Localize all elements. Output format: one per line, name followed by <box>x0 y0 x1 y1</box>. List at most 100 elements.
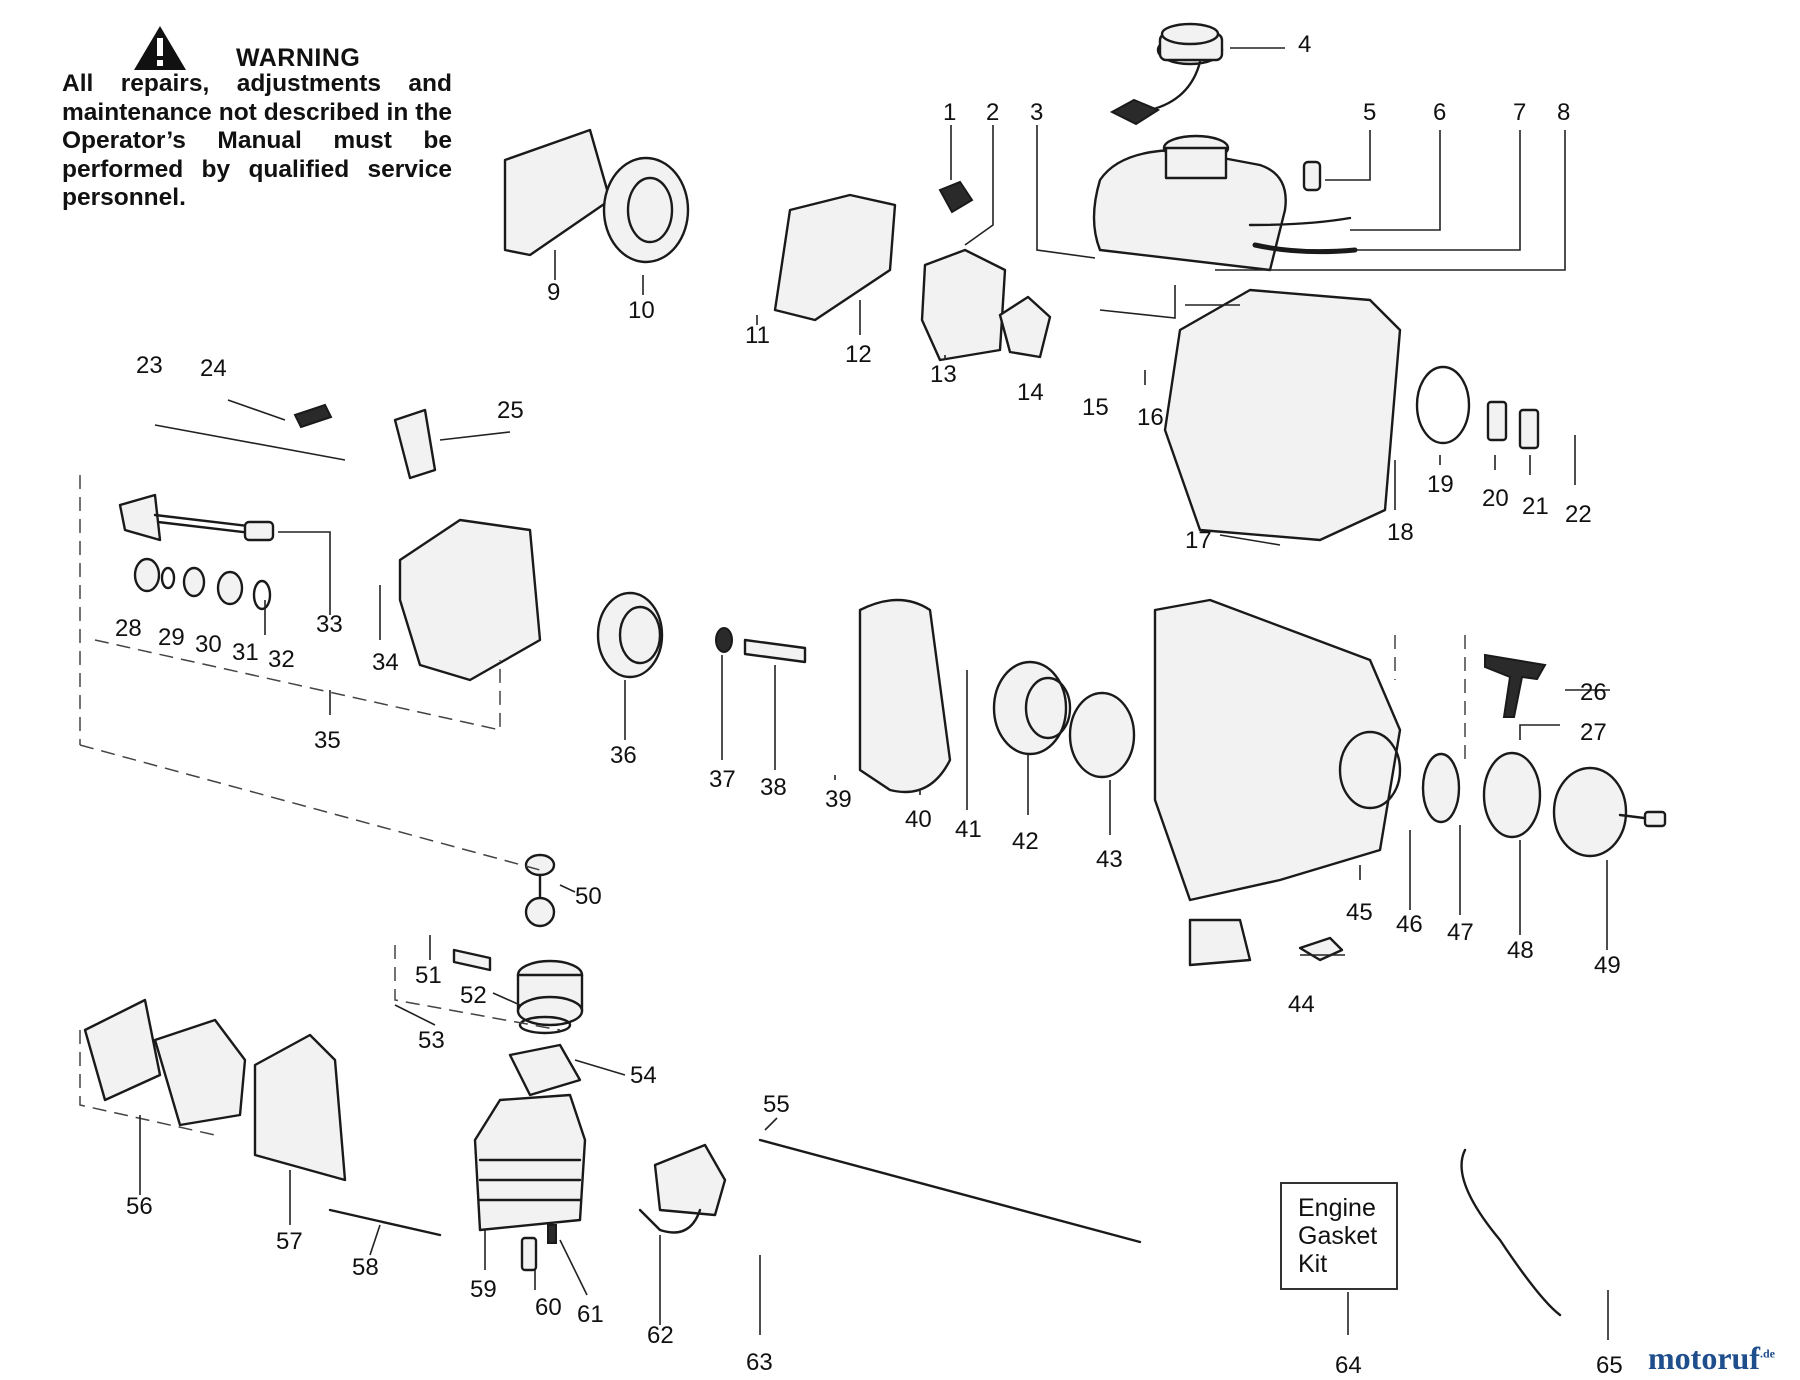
part-label-55: 55 <box>763 1091 790 1118</box>
part-label-16: 16 <box>1137 404 1164 431</box>
starter-handle-drawing <box>1484 653 1547 718</box>
part-label-36: 36 <box>610 742 637 769</box>
starter-pulley-drawing <box>992 660 1072 756</box>
fuel-cap-drawing <box>1109 22 1224 126</box>
part-label-24: 24 <box>200 355 227 382</box>
carburetor-gasket-drawing <box>998 295 1052 359</box>
piston-drawing <box>452 948 584 1035</box>
part-label-1: 1 <box>943 99 956 126</box>
part-label-4: 4 <box>1298 31 1311 58</box>
sleeve-drawing <box>743 638 807 664</box>
part-label-44: 44 <box>1288 991 1315 1018</box>
part-label-18: 18 <box>1387 519 1414 546</box>
part-label-61: 61 <box>577 1301 604 1328</box>
part-label-23: 23 <box>136 352 163 379</box>
connecting-rod-drawing <box>524 853 556 928</box>
crankshaft-drawing <box>118 493 275 542</box>
ignition-wire-drawing <box>758 1138 1142 1244</box>
spark-plug-drawing <box>520 1236 538 1272</box>
warning-title: WARNING <box>236 44 361 72</box>
part-label-35: 35 <box>314 727 341 754</box>
part-label-10: 10 <box>628 297 655 324</box>
part-label-28: 28 <box>115 615 142 642</box>
engine-gasket-kit-box: Engine Gasket Kit <box>1280 1182 1398 1290</box>
part-label-63: 63 <box>746 1349 773 1376</box>
part-label-64: 64 <box>1335 1352 1362 1379</box>
part-label-56: 56 <box>126 1193 153 1220</box>
part-label-27: 27 <box>1580 719 1607 746</box>
part-label-33: 33 <box>316 611 343 638</box>
part-label-50: 50 <box>575 883 602 910</box>
part-label-49: 49 <box>1594 952 1621 979</box>
watermark-logo: motoruf.de <box>1648 1340 1775 1377</box>
part-label-62: 62 <box>647 1322 674 1349</box>
cylinder-gasket-drawing <box>508 1043 582 1097</box>
part-label-7: 7 <box>1513 99 1526 126</box>
muffler-gasket-drawing <box>253 1033 347 1182</box>
part-drawings <box>83 22 1667 1317</box>
watermark-brand: motoruf <box>1648 1340 1760 1376</box>
bracket-drawing <box>393 408 437 480</box>
ignition-module-drawing <box>653 1143 727 1217</box>
part-label-21: 21 <box>1522 493 1549 520</box>
flywheel-drawing <box>596 591 664 679</box>
carburetor-drawing <box>920 248 1007 362</box>
part-label-19: 19 <box>1427 471 1454 498</box>
cylinder-drawing <box>473 1093 587 1232</box>
air-filter-drawing <box>602 156 690 264</box>
part-label-3: 3 <box>1030 99 1043 126</box>
part-number-labels: 1 2 3 4 5 6 7 8 9 10 11 12 13 14 15 16 1… <box>115 31 1623 1379</box>
housing-o-ring-drawing <box>1415 365 1471 445</box>
muffler-drawing <box>83 998 247 1127</box>
part-label-37: 37 <box>709 766 736 793</box>
part-label-29: 29 <box>158 624 185 651</box>
primer-bulb-drawing <box>938 180 974 214</box>
ratchet-drawing <box>1482 751 1542 839</box>
part-label-52: 52 <box>460 982 487 1009</box>
part-label-39: 39 <box>825 786 852 813</box>
part-label-46: 46 <box>1396 911 1423 938</box>
warning-text: All repairs, adjustments and maintenance… <box>62 70 452 211</box>
part-label-47: 47 <box>1447 919 1474 946</box>
part-label-43: 43 <box>1096 846 1123 873</box>
part-label-13: 13 <box>930 361 957 388</box>
part-label-42: 42 <box>1012 828 1039 855</box>
part-label-8: 8 <box>1557 99 1570 126</box>
part-label-53: 53 <box>418 1027 445 1054</box>
part-label-22: 22 <box>1565 501 1592 528</box>
part-label-59: 59 <box>470 1276 497 1303</box>
clutch-drum-drawing <box>1552 766 1667 858</box>
part-label-60: 60 <box>535 1294 562 1321</box>
air-box-drawing <box>773 193 897 322</box>
assembly-brackets <box>79 475 1466 1136</box>
watermark-tld: .de <box>1759 1346 1775 1361</box>
crankcase-drawing <box>398 518 542 682</box>
part-label-32: 32 <box>268 646 295 673</box>
air-filter-cover-drawing <box>503 128 612 257</box>
part-label-48: 48 <box>1507 937 1534 964</box>
leader-lines <box>139 47 1610 1340</box>
plate-drawing <box>1518 408 1540 450</box>
part-label-11: 11 <box>745 322 770 349</box>
fuel-filter-drawing <box>1302 160 1322 192</box>
kit-box-line-2: Gasket <box>1298 1222 1378 1250</box>
kit-box-line-1: Engine <box>1298 1194 1376 1222</box>
part-label-34: 34 <box>372 649 399 676</box>
part-label-30: 30 <box>195 631 222 658</box>
part-label-9: 9 <box>547 279 560 306</box>
part-label-31: 31 <box>232 639 259 666</box>
part-label-65: 65 <box>1596 1352 1623 1379</box>
part-label-26: 26 <box>1580 679 1607 706</box>
engine-housing-drawing <box>1163 288 1402 542</box>
starter-housing-drawing <box>1153 598 1402 902</box>
part-label-25: 25 <box>497 397 524 424</box>
part-label-2: 2 <box>986 99 999 126</box>
part-label-45: 45 <box>1346 899 1373 926</box>
pad-drawing <box>1486 400 1508 442</box>
spring-drawing <box>328 1208 442 1237</box>
part-label-6: 6 <box>1433 99 1446 126</box>
part-label-14: 14 <box>1017 379 1044 406</box>
part-label-20: 20 <box>1482 485 1509 512</box>
fan-shroud-drawing <box>858 598 952 794</box>
